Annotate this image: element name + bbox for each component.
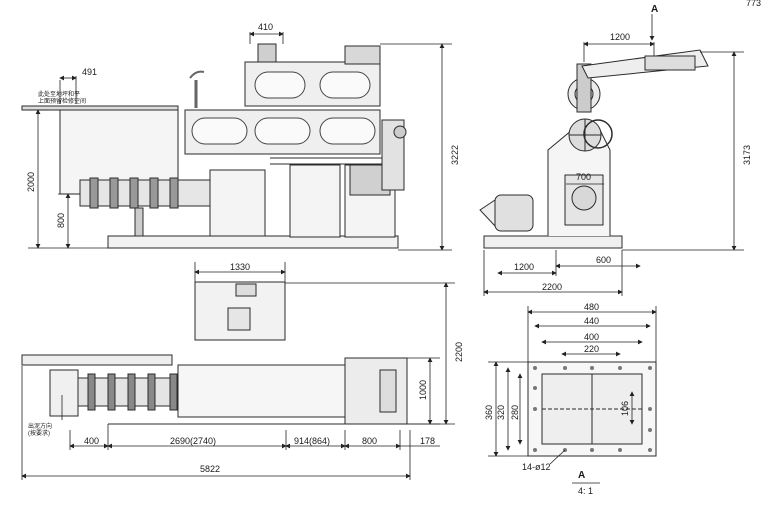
dim-depth: 2200 (454, 342, 464, 362)
dim-106: 106 (620, 401, 630, 416)
flange-view (527, 361, 657, 457)
dim-480: 480 (584, 302, 599, 312)
end-view-marker: A (651, 4, 658, 15)
dim-400: 400 (584, 332, 599, 342)
dim-end-left: 1200 (514, 262, 534, 272)
flange-view-marker: A (578, 470, 585, 481)
dim-end: 178 (420, 436, 435, 446)
flange-scale: 4: 1 (578, 486, 593, 496)
holes-callout: 14-ø12 (522, 462, 551, 472)
dim-top-left: 400 (84, 436, 99, 446)
end-view (479, 49, 709, 249)
dim-total-length: 5822 (200, 464, 220, 474)
top-view (21, 281, 408, 425)
end-view-dimensions (483, 14, 744, 296)
dim-end-height: 3173 (742, 145, 752, 165)
dim-end-total-width: 2200 (542, 282, 562, 292)
dim-320: 320 (496, 405, 506, 420)
dim-hopper-offset: 491 (82, 67, 97, 77)
corner-label: 773 (746, 0, 761, 8)
dim-top-width: 410 (258, 22, 273, 32)
dim-die-width: 1000 (418, 380, 428, 400)
side-view-dimensions (28, 31, 452, 251)
dim-280: 280 (510, 405, 520, 420)
dim-220: 220 (584, 344, 599, 354)
dim-440: 440 (584, 316, 599, 326)
dim-end-right: 600 (596, 255, 611, 265)
dim-opening: 700 (576, 172, 591, 182)
dim-axis-height: 800 (56, 213, 66, 228)
dim-motor: 1330 (230, 262, 250, 272)
dim-arm: 1200 (610, 32, 630, 42)
flange-view-dimensions (488, 306, 657, 465)
dim-mid: 914(864) (294, 436, 330, 446)
top-view-dimensions (21, 262, 455, 480)
dim-hopper-height: 2000 (26, 172, 36, 192)
dim-360: 360 (484, 405, 494, 420)
top-chinese-note: 出泥方向(按要求) (28, 422, 52, 437)
side-chinese-note: 此处至地坪和平上面预留检修空间 (38, 90, 86, 105)
dim-total-height: 3222 (450, 145, 460, 165)
side-view (21, 43, 407, 249)
dim-outlet: 800 (362, 436, 377, 446)
dim-barrel: 2690(2740) (170, 436, 216, 446)
